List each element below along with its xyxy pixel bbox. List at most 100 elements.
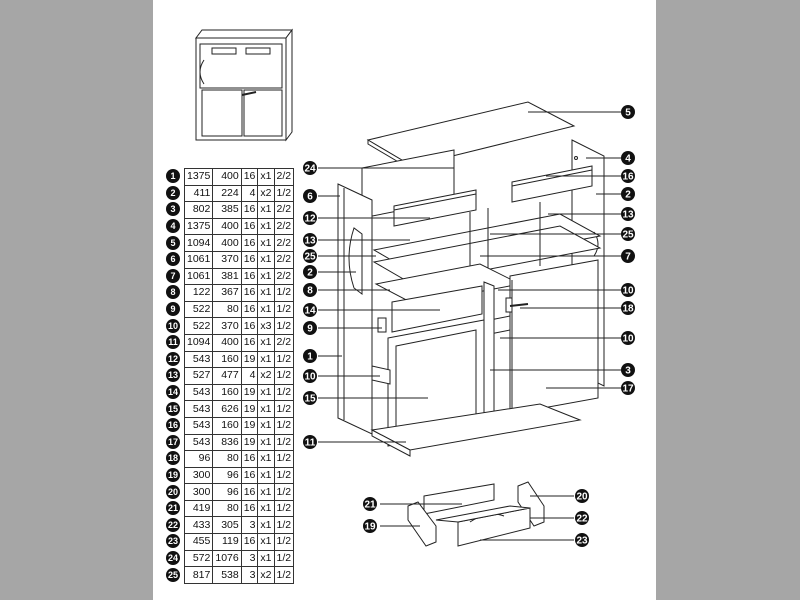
- part-width: 160: [212, 350, 242, 369]
- callout-7: 7: [621, 249, 635, 263]
- callout-10: 10: [621, 283, 635, 297]
- svg-text:1: 1: [307, 352, 313, 363]
- part-number-badge: 5: [166, 235, 180, 250]
- part-width: 119: [212, 533, 242, 551]
- part-length: 300: [183, 466, 214, 485]
- svg-text:14: 14: [304, 306, 316, 317]
- part-number-badge: 17: [166, 434, 180, 449]
- part-number: 5: [165, 235, 185, 252]
- part-number: 17: [165, 434, 185, 451]
- part-number-badge: 12: [166, 351, 180, 366]
- svg-text:16: 16: [622, 172, 634, 183]
- part-edge: 2/2: [273, 267, 295, 286]
- part-width: 385: [212, 201, 242, 219]
- callout-10: 10: [621, 331, 635, 345]
- part-edge: 1/2: [273, 383, 295, 402]
- part-quantity: x3: [257, 317, 275, 335]
- part-number-badge: 1: [166, 169, 180, 184]
- part-width: 400: [212, 234, 242, 252]
- callout-18: 18: [621, 301, 635, 315]
- part-edge: 1/2: [273, 400, 295, 418]
- svg-text:13: 13: [304, 236, 316, 247]
- callout-22: 22: [575, 511, 589, 525]
- callout-2: 2: [303, 265, 317, 279]
- part-number: 20: [165, 484, 185, 501]
- part-edge: 1/2: [273, 499, 295, 518]
- callout-20: 20: [575, 489, 589, 503]
- part-edge: 2/2: [273, 201, 295, 219]
- part-number-badge: 8: [166, 285, 180, 300]
- part-number-badge: 2: [166, 185, 180, 200]
- part-width: 626: [212, 400, 242, 418]
- svg-text:5: 5: [625, 108, 631, 119]
- part-length: 572: [183, 549, 214, 568]
- part-quantity: x1: [257, 333, 275, 352]
- svg-text:8: 8: [307, 286, 313, 297]
- svg-text:17: 17: [622, 384, 634, 395]
- part-number-badge: 7: [166, 268, 180, 283]
- callout-17: 17: [621, 381, 635, 395]
- callout-1: 1: [303, 349, 317, 363]
- part-number: 9: [165, 301, 185, 318]
- part-edge: 1/2: [273, 367, 295, 385]
- part-number: 8: [165, 285, 185, 302]
- part-number-badge: 4: [166, 219, 180, 234]
- callout-15: 15: [303, 391, 317, 405]
- part-quantity: x1: [257, 516, 275, 535]
- part-number: 16: [165, 417, 185, 434]
- part-number-badge: 6: [166, 252, 180, 267]
- part-quantity: x1: [257, 168, 275, 186]
- part-number-badge: 19: [166, 467, 180, 482]
- part-quantity: x2: [257, 367, 275, 385]
- part-callouts: 5 24 4 16 6 2 12 13 13 25 25 2 7 8 10 14…: [303, 105, 635, 547]
- part-number: 2: [165, 185, 185, 202]
- svg-text:21: 21: [364, 500, 376, 511]
- svg-text:18: 18: [622, 304, 634, 315]
- part-length: 543: [183, 416, 214, 435]
- part-number: 23: [165, 534, 185, 551]
- part-width: 381: [212, 267, 242, 286]
- part-number-badge: 10: [166, 318, 180, 333]
- part-number: 1: [165, 169, 185, 186]
- exploded-view: [337, 101, 605, 457]
- part-length: 543: [183, 383, 214, 402]
- part-width: 400: [212, 217, 242, 236]
- part-number: 10: [165, 318, 185, 335]
- leader-lines: [318, 111, 622, 541]
- part-edge: 1/2: [273, 566, 295, 584]
- svg-text:7: 7: [625, 252, 631, 263]
- callout-8: 8: [303, 283, 317, 297]
- part-number: 21: [165, 500, 185, 517]
- part-number: 15: [165, 401, 185, 418]
- part-width: 538: [212, 566, 242, 584]
- callout-6: 6: [303, 189, 317, 203]
- svg-text:3: 3: [625, 366, 631, 377]
- part-edge: 1/2: [273, 184, 295, 203]
- part-number: 24: [165, 550, 185, 567]
- part-number-badge: 11: [166, 335, 180, 350]
- svg-text:2: 2: [307, 268, 313, 279]
- part-edge: 1/2: [273, 300, 295, 319]
- part-number: 3: [165, 202, 185, 219]
- part-number: 12: [165, 351, 185, 368]
- callout-4: 4: [621, 151, 635, 165]
- part-width: 400: [212, 168, 242, 186]
- callout-24: 24: [303, 161, 317, 175]
- part-length: 522: [183, 300, 214, 319]
- svg-text:9: 9: [307, 324, 313, 335]
- callout-3: 3: [621, 363, 635, 377]
- part-number-badge: 9: [166, 302, 180, 317]
- part-width: 477: [212, 367, 242, 385]
